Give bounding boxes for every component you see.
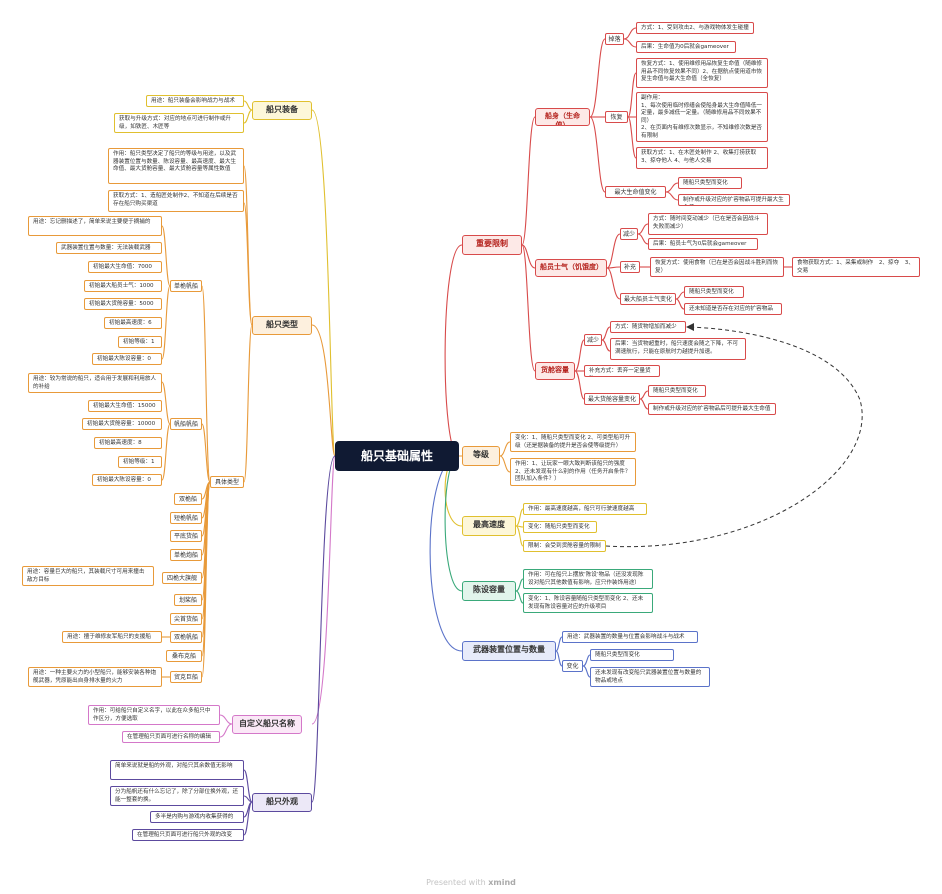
cargo-max-b: 制作或升级对应的扩容物品后可提升最大生命值 [648, 403, 776, 415]
note-four: 用途：容量巨大的船只，其装载尺寸可用来撞击敌方目标 [22, 566, 154, 586]
defense-a: 作用：可在船只上摆放‘陈设’物品（还没发现陈设对船只其他数值有影响，应只作装饰用… [523, 569, 653, 589]
hull-collapse-method: 方式：1、受到攻击2、与游戏物体发生碰撞 [636, 22, 754, 34]
topic-restrict[interactable]: 重要限制 [462, 235, 522, 255]
types-specific[interactable]: 具体类型 [210, 476, 244, 488]
single-item: 初始最大船员士气：1000 [84, 280, 162, 292]
stamina-max-a: 随船只类型而变化 [684, 286, 744, 298]
type-other[interactable]: 单桅炮船 [170, 549, 202, 561]
single-item: 初始最大货舱容量：5000 [84, 298, 162, 310]
brig-item: 用途：较为常说的船只，适合用于发展和利用旅人的补给 [28, 373, 162, 393]
type-single[interactable]: 单桅帆船 [170, 280, 202, 292]
equip-a: 用途：船只装备会影响战力与战术 [146, 95, 244, 107]
defense-b: 变化：1、陈设容量随船只类型而变化 2、还未发现有陈设容量对应的升级项目 [523, 593, 653, 613]
type-other[interactable]: 四桅大旗舰 [162, 572, 202, 584]
topic-level[interactable]: 等级 [462, 446, 500, 466]
look-a: 简单来说就是船的外观，对船只其余数值无影响 [110, 760, 244, 780]
weapon-a: 用途：武器装置的数量与位置会影响战斗与战术 [562, 631, 698, 643]
stamina-sup-method: 恢复方式：使用食物（已在是否会因战斗胜利而恢复） [650, 257, 784, 277]
type-other[interactable]: 贸克巨船 [170, 671, 202, 683]
single-item: 用途：忘记删描述了，简单来说主要便于摘捕的 [28, 216, 162, 236]
brig-item: 初始最大货舱容量：10000 [82, 418, 162, 430]
root-topic[interactable]: 船只基础属性 [335, 441, 459, 471]
topic-defense[interactable]: 陈设容量 [462, 581, 516, 601]
single-item: 武器装置位置与数量：无法装载武器 [56, 242, 162, 254]
stamina-max[interactable]: 最大船员士气变化 [620, 293, 676, 305]
topic-types[interactable]: 船只类型 [252, 316, 312, 335]
topic-hull[interactable]: 船身（生命值） [535, 108, 590, 126]
cargo-dec-result: 后果：当货物超重时，船只速度会随之下降，不可满速航行，只能在原航时力越提升加速。 [610, 338, 746, 360]
hull-max[interactable]: 最大生命值变化 [605, 186, 666, 198]
type-other[interactable]: 平底货船 [170, 530, 202, 542]
weapon-change-b: 还未发现有改变船只武器装置位置与数量的物品或地点 [590, 667, 710, 687]
hull-collapse[interactable]: 掉落 [605, 33, 624, 45]
stamina-sup-food: 食物获取方式：1、采集或制作 2、掠夺 3、交易 [792, 257, 920, 277]
hull-max-b: 制作或升级对应的扩容物品可提升最大生命值 [678, 194, 790, 206]
types-get: 获取方式：1、造船匠处制作2、不知道在后续是否存在船只购买渠道 [108, 190, 244, 212]
custom-a: 作用：可给船只自定义名字，以此在众多船只中作区分，方便选取 [88, 705, 220, 725]
look-b: 分为船帆还有什么忘记了，除了分部位换外观，还能一整套的换。 [110, 786, 244, 806]
brig-item: 初始最大生命值：15000 [88, 400, 162, 412]
cargo-max-a: 随船只类型而变化 [648, 385, 706, 397]
topic-speed[interactable]: 最高速度 [462, 516, 516, 536]
single-item: 初始最高速度：6 [104, 317, 162, 329]
hull-collapse-result: 后果：生命值为0后就会gameover [636, 41, 736, 53]
type-other[interactable]: 双桅帆船 [170, 631, 202, 643]
type-other[interactable]: 划桨船 [174, 594, 202, 606]
footer-prefix: Presented with [426, 878, 489, 887]
footer-credit: Presented with xmind [0, 878, 942, 887]
topic-weapon[interactable]: 武器装置位置与数量 [462, 641, 556, 661]
brig-item: 初始最高速度：8 [94, 437, 162, 449]
single-item: 初始最大生命值：7000 [88, 261, 162, 273]
speed-a: 作用：最高速度越高，船只可行驶速度越高 [523, 503, 647, 515]
cargo-max[interactable]: 最大货舱容量变化 [584, 393, 640, 405]
xmind-logo: xmind [488, 878, 516, 887]
brig-item: 初始等级：1 [118, 456, 162, 468]
topic-stamina[interactable]: 船员士气（饥饿度） [535, 259, 607, 277]
topic-equip[interactable]: 船只装备 [252, 101, 312, 120]
single-item: 初始最大陈设容量：0 [92, 353, 162, 365]
hull-repair-side: 副作用： 1、每次使用临时修缮会使船身最大生命值降低一定量，最多减低一定量。（随… [636, 92, 768, 142]
level-b: 作用：1、让玩家一眼大致判断该船只的强度 2、还未发现有什么别的作用（任务开启条… [510, 458, 636, 486]
hull-repair-method: 恢复方式：1、使用维修用品恢复生命值（随维修用品不同恢复效果不同）2、在据航点使… [636, 58, 768, 88]
equip-b: 获取与升级方式：对应的地点可进行制作或升级，如铁匠、木匠等 [114, 113, 244, 133]
stamina-sup[interactable]: 补充 [620, 261, 640, 273]
type-other[interactable]: 双桅船 [174, 493, 202, 505]
cargo-dec-method: 方式：随货物增加而减少 [610, 321, 686, 333]
stamina-dec-method: 方式：随时间变动减少（已在是否会因战斗失败而减少） [648, 213, 768, 235]
speed-b: 变化：随船只类型而变化 [523, 521, 597, 533]
look-d: 在管理船只页面可进行船只外观的改变 [132, 829, 244, 841]
topic-custom[interactable]: 自定义船只名称 [232, 715, 302, 734]
note-last: 用途：一种主要火力的小型船只，能够安装各种炮舰武器，凭原能出自身排水量的火力 [28, 667, 162, 687]
single-item: 初始等级：1 [118, 336, 162, 348]
types-intro: 作用：船只类型决定了船只的等级与用途，以及武器装置位置与数量、陈设容量、最高速度… [108, 148, 244, 184]
custom-b: 在管理船只页面可进行名称的编辑 [122, 731, 220, 743]
look-c: 多半是内购与游戏内收集获得的 [150, 811, 244, 823]
topic-cargo[interactable]: 货舱容量 [535, 362, 575, 380]
type-other[interactable]: 短桅帆船 [170, 512, 202, 524]
level-a: 变化：1、随船只类型而变化 2、可类型船可升级（还是据装备的提升是否会使等级提升… [510, 432, 636, 452]
topic-look[interactable]: 船只外观 [252, 793, 312, 812]
hull-max-a: 随船只类型而变化 [678, 177, 742, 189]
type-brig[interactable]: 帆船帆船 [170, 418, 202, 430]
type-other[interactable]: 桑布克船 [166, 650, 202, 662]
speed-c: 限制：会受到货舱容量的限制 [523, 540, 606, 552]
weapon-change-a: 随船只类型而变化 [590, 649, 674, 661]
cargo-dec[interactable]: 减少 [584, 334, 602, 346]
stamina-dec-result: 后果：船员士气为0后就会gameover [648, 238, 758, 250]
stamina-dec[interactable]: 减少 [620, 228, 638, 240]
hull-repair-get: 获取方式：1、在木匠处制作 2、收集打捞获取 3、掠夺他人 4、与他人交易 [636, 147, 768, 169]
weapon-change[interactable]: 变化 [562, 660, 583, 672]
cargo-sup: 补充方式：丢弃一定量货物 [584, 365, 660, 377]
hull-repair[interactable]: 恢复 [605, 111, 628, 123]
stamina-max-b: 还未知道是否存在对应的扩容物品 [684, 303, 782, 315]
note-double: 用途：擅于维修友军船只的支援船 [62, 631, 162, 643]
type-other[interactable]: 尖首货船 [170, 613, 202, 625]
brig-item: 初始最大陈设容量：0 [92, 474, 162, 486]
